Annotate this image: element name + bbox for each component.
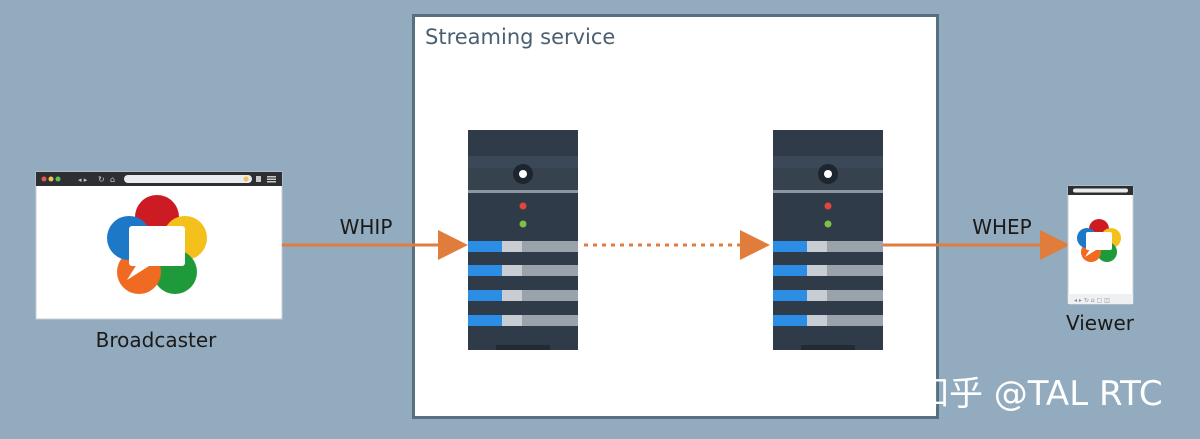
- whep-label: WHEP: [972, 215, 1032, 239]
- webrtc-logo-large: [107, 195, 207, 294]
- egress-server: [773, 130, 883, 350]
- svg-text:◂ ▸: ◂ ▸: [78, 176, 88, 184]
- webrtc-logo-small: [1077, 219, 1121, 262]
- svg-text:◂ ▸ ↻ ⌂ ▢ ◫: ◂ ▸ ↻ ⌂ ▢ ◫: [1074, 297, 1110, 304]
- whip-label: WHIP: [340, 215, 393, 239]
- ingest-server: [468, 130, 578, 350]
- svg-text:↻: ↻: [98, 175, 105, 184]
- egress-server-drives: [773, 241, 883, 326]
- ingest-server-drives: [468, 241, 578, 326]
- streaming-service-label: Streaming service: [425, 25, 616, 49]
- viewer-label: Viewer: [1066, 311, 1135, 335]
- svg-text:⌂: ⌂: [110, 175, 115, 184]
- watermark: 知乎 @TAL RTC: [915, 374, 1163, 414]
- broadcaster-label: Broadcaster: [96, 328, 218, 352]
